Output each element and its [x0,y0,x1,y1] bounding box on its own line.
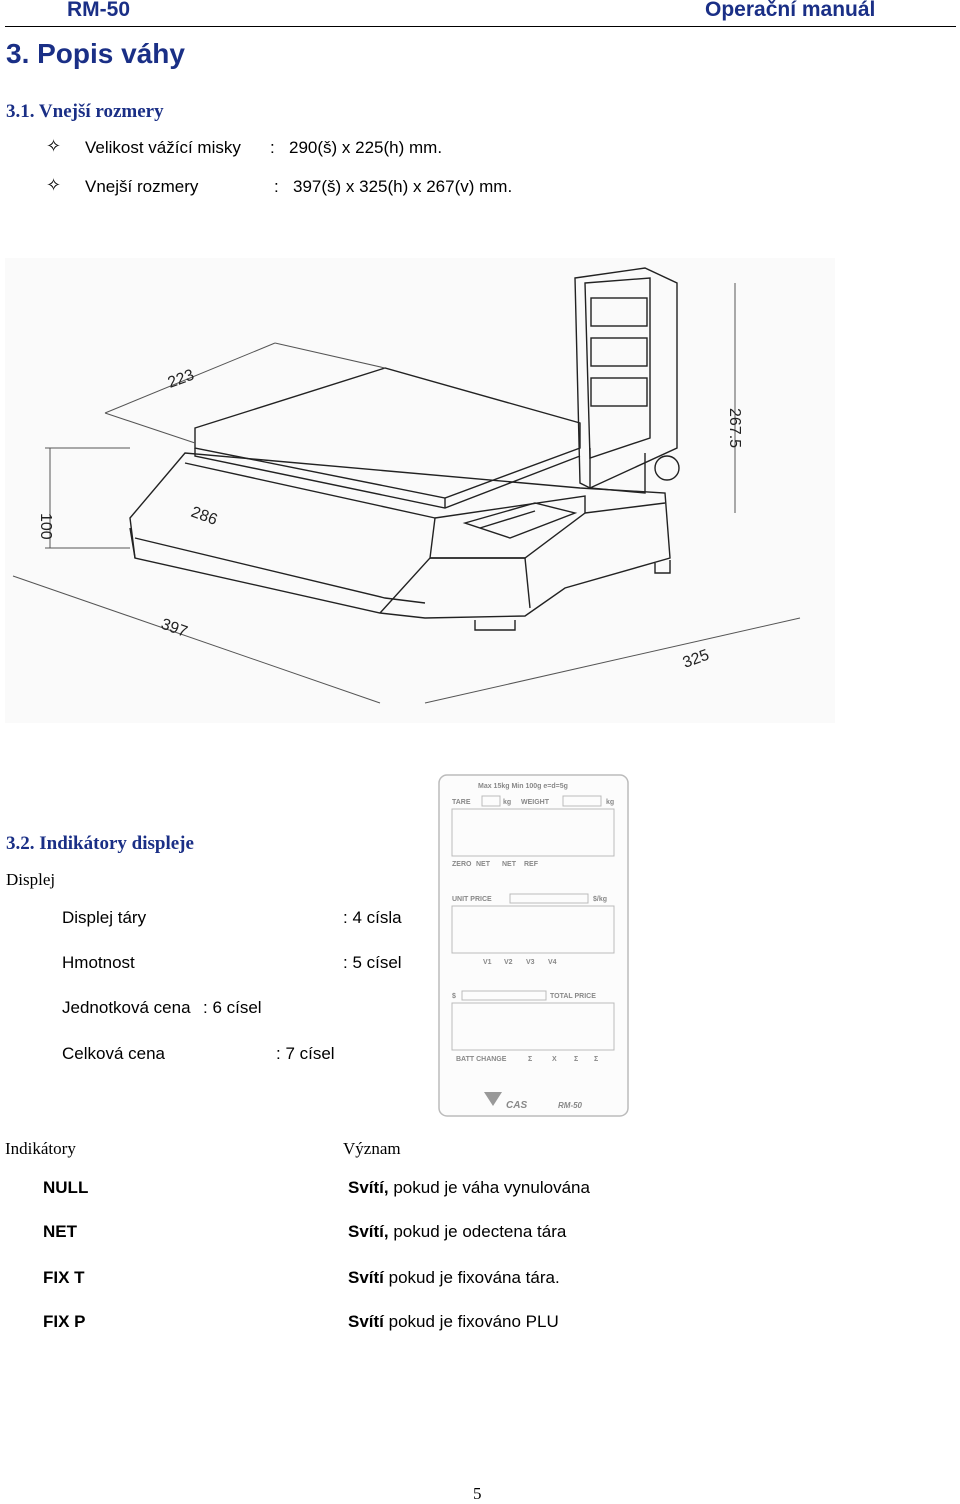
panel-indicator: Σ [594,1056,598,1063]
indicator-name: FIX T [43,1268,85,1287]
indicator-meaning: Svítí pokud je fixována tára. [348,1268,560,1288]
panel-brand: CAS [506,1100,527,1111]
display-row-value: : 5 císel [343,953,402,972]
indicator-meaning: Svítí, pokud je váha vynulována [348,1178,590,1198]
panel-indicator: Σ [574,1056,578,1063]
panel-indicator: V1 [483,959,492,966]
indicator-name: NET [43,1222,77,1241]
display-row-value: : 6 císel [203,998,262,1017]
indicator-meaning-lead: Svítí [348,1268,384,1287]
display-heading: Displej [6,870,56,889]
display-row-value: : 4 císla [343,908,402,927]
item-value: 397(š) x 325(h) x 267(v) mm. [293,177,513,196]
display-row-label: Celková cena [62,1044,166,1063]
indicator-meaning-lead: Svítí [348,1312,384,1331]
header-rule [5,26,956,27]
cas-logo-icon [484,1092,502,1106]
panel-indicator: V4 [548,959,557,966]
panel-indicator: BATT CHANGE [456,1056,507,1063]
page-number: 5 [473,1484,482,1503]
item-label: Vnejší rozmery [85,177,199,196]
indicator-name: FIX P [43,1312,86,1331]
panel-indicator: V3 [526,959,535,966]
indicator-meaning: Svítí pokud je fixováno PLU [348,1312,559,1332]
display-row-value: : 7 císel [276,1044,335,1063]
indicator-meaning-lead: Svítí, [348,1178,389,1197]
indicator-meaning-rest: pokud je fixováno PLU [383,1312,559,1331]
item-separator: : [274,177,279,196]
panel-spec: Max 15kg Min 100g e=d=5g [478,783,568,790]
subsection-title-indicators: 3.2. Indikátory displeje [6,833,194,854]
panel-currency: $ [452,993,456,1000]
panel-indicator: X [552,1056,557,1063]
panel-indicator: Σ [528,1056,532,1063]
panel-tare-label: TARE [452,799,471,806]
display-row-label: Jednotková cena [62,998,191,1017]
dim-267-label: 267.5 [726,408,743,448]
panel-unit-price-unit: $/kg [593,896,607,903]
panel-model: RM-50 [558,1101,583,1110]
indicator-meaning: Svítí, pokud je odectena tára [348,1222,566,1242]
section-title: 3. Popis váhy [6,38,185,69]
header-model: RM-50 [67,0,131,21]
panel-unit-price-label: UNIT PRICE [452,896,492,903]
display-row-label: Hmotnost [62,953,135,972]
item-separator: : [270,138,275,157]
dim-100-label: 100 [37,513,54,540]
panel-indicator: V2 [504,959,513,966]
panel-total-price-label: TOTAL PRICE [550,993,596,1000]
panel-tare-unit: kg [503,799,511,806]
indicator-meaning-rest: pokud je váha vynulována [388,1178,590,1197]
panel-weight-unit: kg [606,799,614,806]
panel-indicator: NET [476,861,491,868]
scale-dimension-drawing: 223 286 397 325 100 267.5 [5,258,835,723]
panel-indicator: REF [524,861,539,868]
indicator-meaning-rest: pokud je odectena tára [388,1222,567,1241]
item-value: 290(š) x 225(h) mm. [289,138,443,157]
indicator-meaning-rest: pokud je fixována tára. [383,1268,560,1287]
indicator-meaning-lead: Svítí, [348,1222,389,1241]
item-label: Velikost vážící misky [85,138,241,157]
panel-indicator: ZERO [452,861,472,868]
diamond-bullet-icon: ✧ [46,136,62,156]
diamond-bullet-icon: ✧ [46,175,62,195]
display-panel-diagram: Max 15kg Min 100g e=d=5g TARE kg WEIGHT … [438,774,629,1117]
indicators-column-heading: Indikátory [5,1139,76,1158]
header-manual-title: Operační manuál [705,0,876,21]
panel-indicator: NET [502,861,517,868]
subsection-title-dimensions: 3.1. Vnejší rozmery [6,101,164,122]
meaning-column-heading: Význam [343,1139,401,1158]
panel-weight-label: WEIGHT [521,799,550,806]
display-row-label: Displej táry [62,908,147,927]
indicator-name: NULL [43,1178,89,1197]
